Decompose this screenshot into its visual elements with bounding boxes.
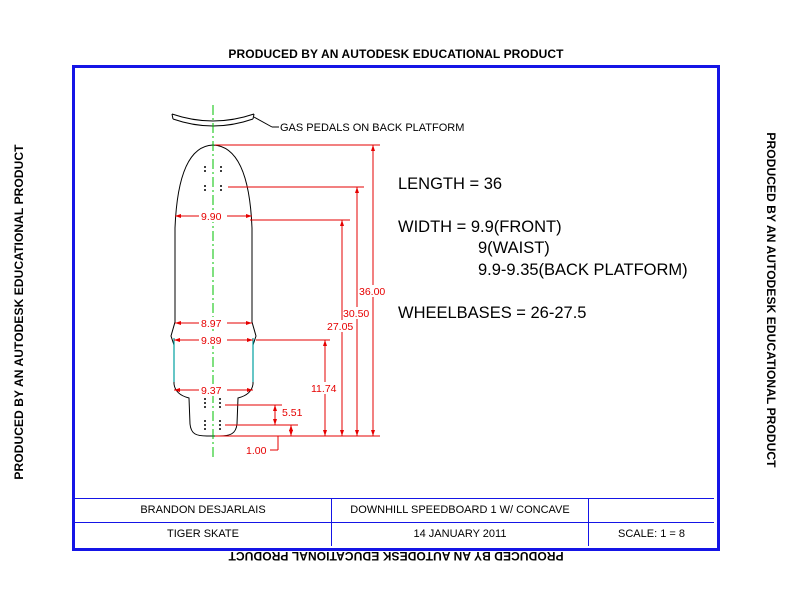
dim-width-back: 9.37 [201, 385, 222, 397]
spec-length: LENGTH = 36 [398, 175, 503, 193]
dim-2705: 27.05 [327, 321, 353, 333]
drawing-title: DOWNHILL SPEEDBOARD 1 W/ CONCAVE [350, 504, 570, 516]
title-block-divider [75, 522, 714, 523]
dim-width-waist: 8.97 [201, 318, 222, 330]
company-name: TIGER SKATE [167, 528, 239, 540]
dim-100: 1.00 [246, 445, 267, 457]
drawing-date: 14 JANUARY 2011 [413, 528, 507, 540]
designer-name: BRANDON DESJARLAIS [140, 504, 266, 516]
drawing-scale: SCALE: 1 = 8 [618, 528, 685, 540]
mounting-holes [204, 166, 222, 430]
dim-1174: 11.74 [311, 383, 337, 395]
watermark-top: PRODUCED BY AN AUTODESK EDUCATIONAL PROD… [228, 47, 564, 61]
dim-551: 5.51 [282, 407, 303, 419]
dim-length-total: 36.00 [359, 286, 385, 298]
spec-wheelbases: WHEELBASES = 26-27.5 [398, 304, 587, 322]
dim-3050: 30.50 [343, 308, 369, 320]
title-block-col-divider-1 [331, 499, 332, 546]
dimension-labels: 9.90 8.97 9.89 9.37 36.00 30.50 27.05 11… [199, 210, 387, 457]
dim-width-lower: 9.89 [201, 335, 222, 347]
callout-leader [253, 116, 273, 128]
dim-width-front: 9.90 [201, 211, 222, 223]
title-block: BRANDON DESJARLAIS DOWNHILL SPEEDBOARD 1… [75, 498, 714, 546]
title-block-col-divider-2 [588, 499, 589, 546]
spec-width-waist: 9(WAIST) [478, 239, 550, 257]
spec-width-back: 9.9-9.35(BACK PLATFORM) [478, 261, 688, 279]
drawing-frame [72, 65, 720, 551]
spec-width-front: WIDTH = 9.9(FRONT) [398, 218, 562, 236]
callout-label: GAS PEDALS ON BACK PLATFORM [280, 122, 464, 134]
